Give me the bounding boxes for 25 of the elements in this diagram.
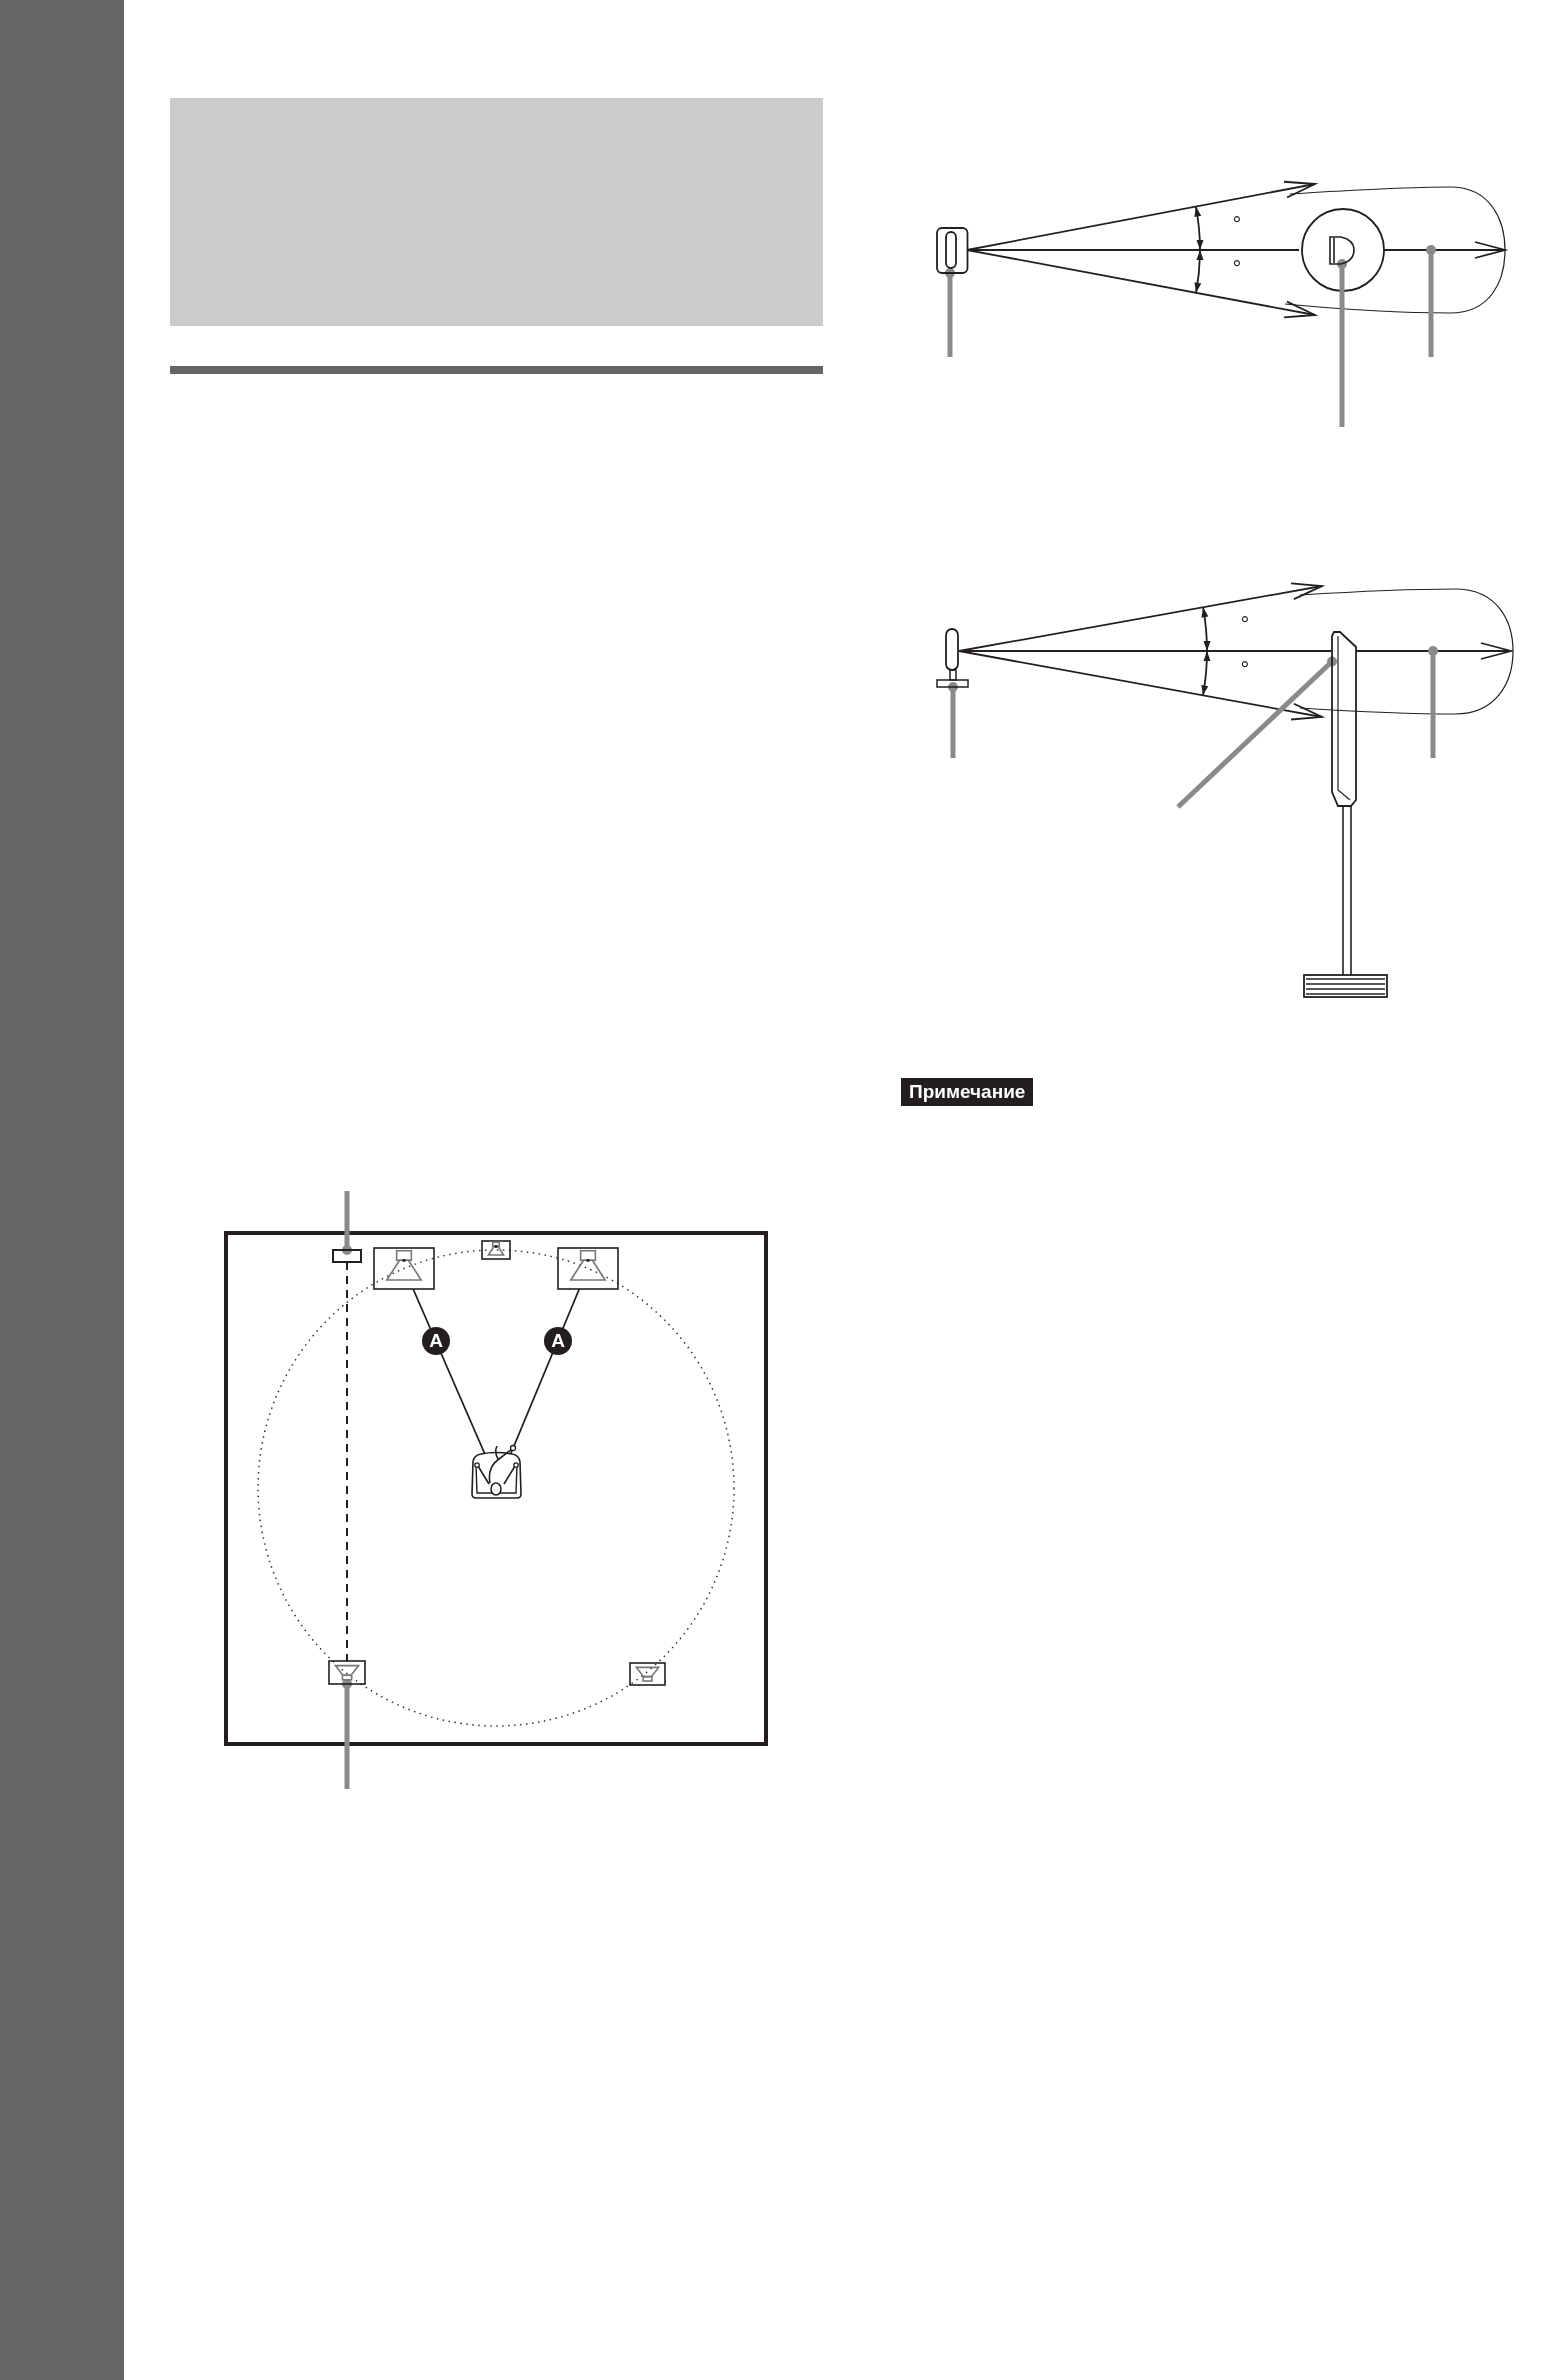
edge-label: A [422, 1327, 450, 1355]
dashed-line [346, 1261, 348, 1662]
leader-line [948, 682, 958, 758]
speaker-drawing [936, 628, 969, 688]
listener-icon [471, 1444, 522, 1499]
speaker-icon [557, 1247, 619, 1290]
leader-line [945, 268, 955, 357]
leader-line [1176, 656, 1337, 809]
degree-sign: ° [1240, 614, 1250, 636]
degree-sign: ° [1240, 659, 1250, 681]
edge-label: A [544, 1327, 572, 1355]
listener-icon [1329, 236, 1355, 265]
leader-line [1337, 259, 1347, 427]
note-heading: Примечание [901, 1078, 1034, 1106]
speaker-drawing [936, 227, 969, 274]
speaker-stand-drawing [1303, 631, 1388, 998]
leader-line [342, 1679, 352, 1789]
device-icon [332, 1249, 362, 1263]
speaker-icon [328, 1660, 366, 1685]
speaker-icon [629, 1662, 666, 1686]
speaker-icon [373, 1247, 435, 1290]
degree-sign: ° [1232, 258, 1242, 280]
leader-line [342, 1191, 352, 1255]
degree-sign: ° [1232, 214, 1242, 236]
speaker-icon [481, 1240, 511, 1260]
